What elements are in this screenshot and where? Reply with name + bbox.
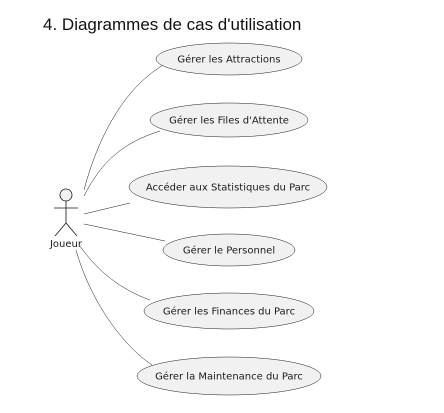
- association-line-1: [83, 63, 166, 191]
- use-case-label: Gérer les Attractions: [177, 54, 280, 66]
- use-case-label: Gérer le Personnel: [183, 245, 275, 257]
- section-heading: 4. Diagrammes de cas d'utilisation: [43, 15, 301, 35]
- use-case-6[interactable]: Gérer la Maintenance du Parc: [136, 356, 322, 396]
- use-case-5[interactable]: Gérer les Finances du Parc: [143, 292, 315, 330]
- association-line-4: [83, 223, 166, 242]
- use-case-1[interactable]: Gérer les Attractions: [155, 42, 303, 76]
- association-line-2: [83, 130, 161, 197]
- section-number: 4.: [43, 15, 58, 34]
- association-line-6: [75, 249, 153, 366]
- use-case-3[interactable]: Accéder aux Statistiques du Parc: [128, 165, 328, 209]
- association-line-3: [83, 202, 131, 215]
- association-line-5: [79, 245, 151, 301]
- use-case-label: Gérer les Files d'Attente: [169, 115, 289, 127]
- actor-label: Joueur: [49, 239, 83, 250]
- use-case-label: Gérer les Finances du Parc: [163, 306, 295, 318]
- use-case-label: Gérer la Maintenance du Parc: [155, 371, 303, 383]
- actor-joueur[interactable]: Joueur: [49, 188, 83, 250]
- use-case-4[interactable]: Gérer le Personnel: [162, 233, 296, 267]
- stick-figure-actor-icon: [54, 188, 78, 237]
- associations: [75, 63, 166, 366]
- section-title: Diagrammes de cas d'utilisation: [61, 15, 302, 34]
- use-case-label: Accéder aux Statistiques du Parc: [146, 182, 310, 194]
- use-case-2[interactable]: Gérer les Files d'Attente: [149, 102, 309, 138]
